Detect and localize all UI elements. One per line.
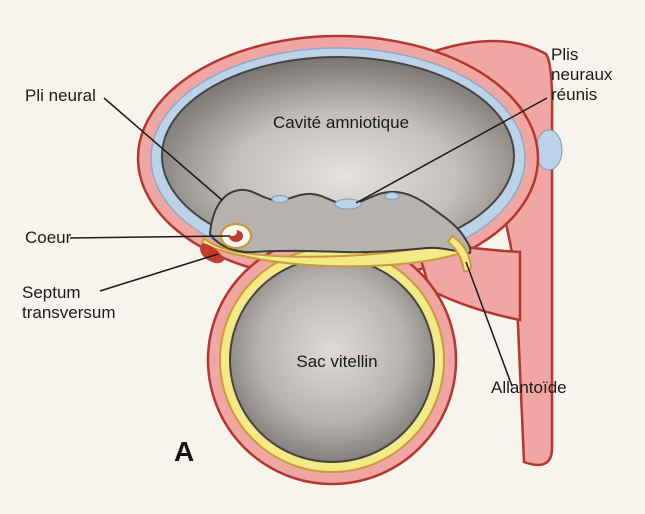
leader-coeur [69, 235, 231, 239]
heart-tube-highlight [227, 228, 237, 236]
label-cavite-amniotique: Cavité amniotique [272, 113, 410, 132]
label-pli-neural: Pli neural [25, 86, 96, 105]
figure-letter: A [174, 436, 195, 467]
leader-allantoide [465, 261, 513, 387]
label-coeur: Coeur [25, 228, 72, 247]
label-allantoide: Allantoïde [491, 378, 567, 397]
stalk-blue-notch [535, 129, 563, 171]
leader-septum-transversum [99, 253, 219, 292]
leader-plis-neuraux-reunis [355, 97, 548, 204]
neural-groove-pocket-left [271, 195, 289, 203]
fused-neural-folds-shape [334, 198, 362, 210]
label-plis-neuraux-reunis: Plis neuraux réunis [551, 45, 613, 105]
label-septum-transversum: Septum transversum [22, 283, 116, 323]
neural-groove-pocket-right [384, 192, 400, 200]
label-sac-vitellin: Sac vitellin [296, 352, 378, 371]
leader-pli-neural [103, 97, 223, 201]
